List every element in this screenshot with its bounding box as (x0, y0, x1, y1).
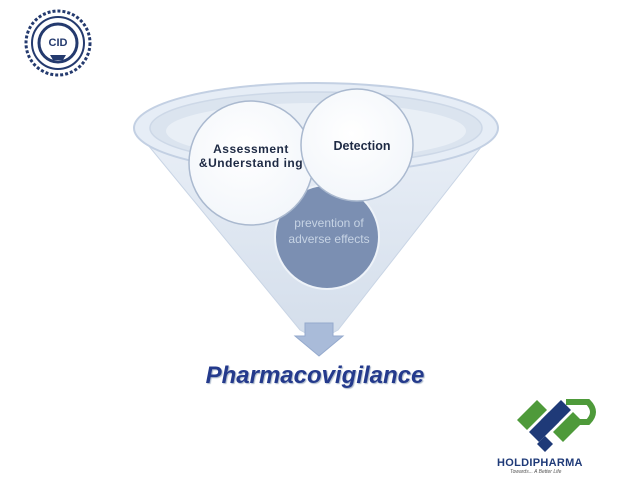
seal-logo-icon (24, 9, 92, 77)
down-arrow-icon (293, 322, 345, 357)
prevention-label: prevention of adverse effects (288, 216, 370, 246)
holdipharma-logo-icon (517, 399, 596, 452)
detection-circle (300, 88, 414, 202)
seal-text: CID (48, 37, 68, 49)
brand-name: HOLDIPHARMA (497, 457, 583, 469)
brand-tagline: Towards... A Better Life (510, 469, 562, 475)
detection-label: Detection (333, 139, 391, 153)
assessment-label: Assessment &Understand ing (198, 142, 304, 170)
pharmacovigilance-title: Pharmacovigilance (205, 362, 425, 389)
